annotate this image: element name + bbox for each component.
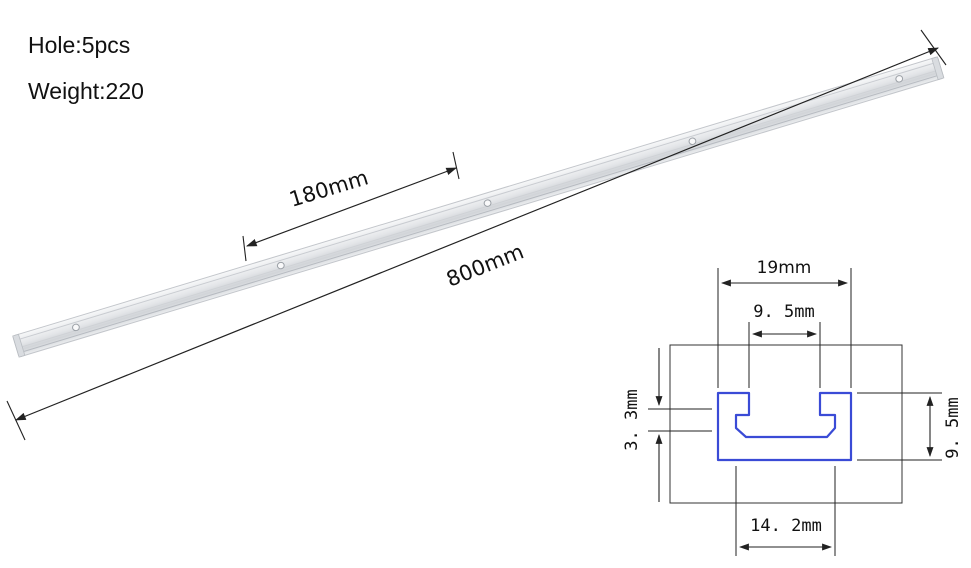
bottom-width-label: 14. 2mm bbox=[750, 516, 822, 536]
top-width-label: 19mm bbox=[757, 258, 812, 278]
cross-section-frame bbox=[669, 344, 903, 504]
cross-section-diagram: 19mm 9. 5mm 3. 3mm 9. 5mm 14. 2mm bbox=[622, 258, 963, 556]
length-dimension-line bbox=[14, 47, 940, 421]
length-extension-right bbox=[920, 29, 947, 66]
spacing-extension-left bbox=[242, 235, 247, 262]
length-dimension: 800mm bbox=[6, 29, 947, 441]
length-label: 800mm bbox=[443, 239, 527, 291]
t-slot-profile bbox=[716, 391, 853, 462]
spacing-extension-right bbox=[452, 151, 460, 180]
slot-opening-label: 9. 5mm bbox=[753, 302, 814, 322]
length-extension-left bbox=[6, 400, 26, 441]
depth-label: 9. 5mm bbox=[943, 397, 963, 458]
lip-thickness-label: 3. 3mm bbox=[622, 389, 642, 450]
